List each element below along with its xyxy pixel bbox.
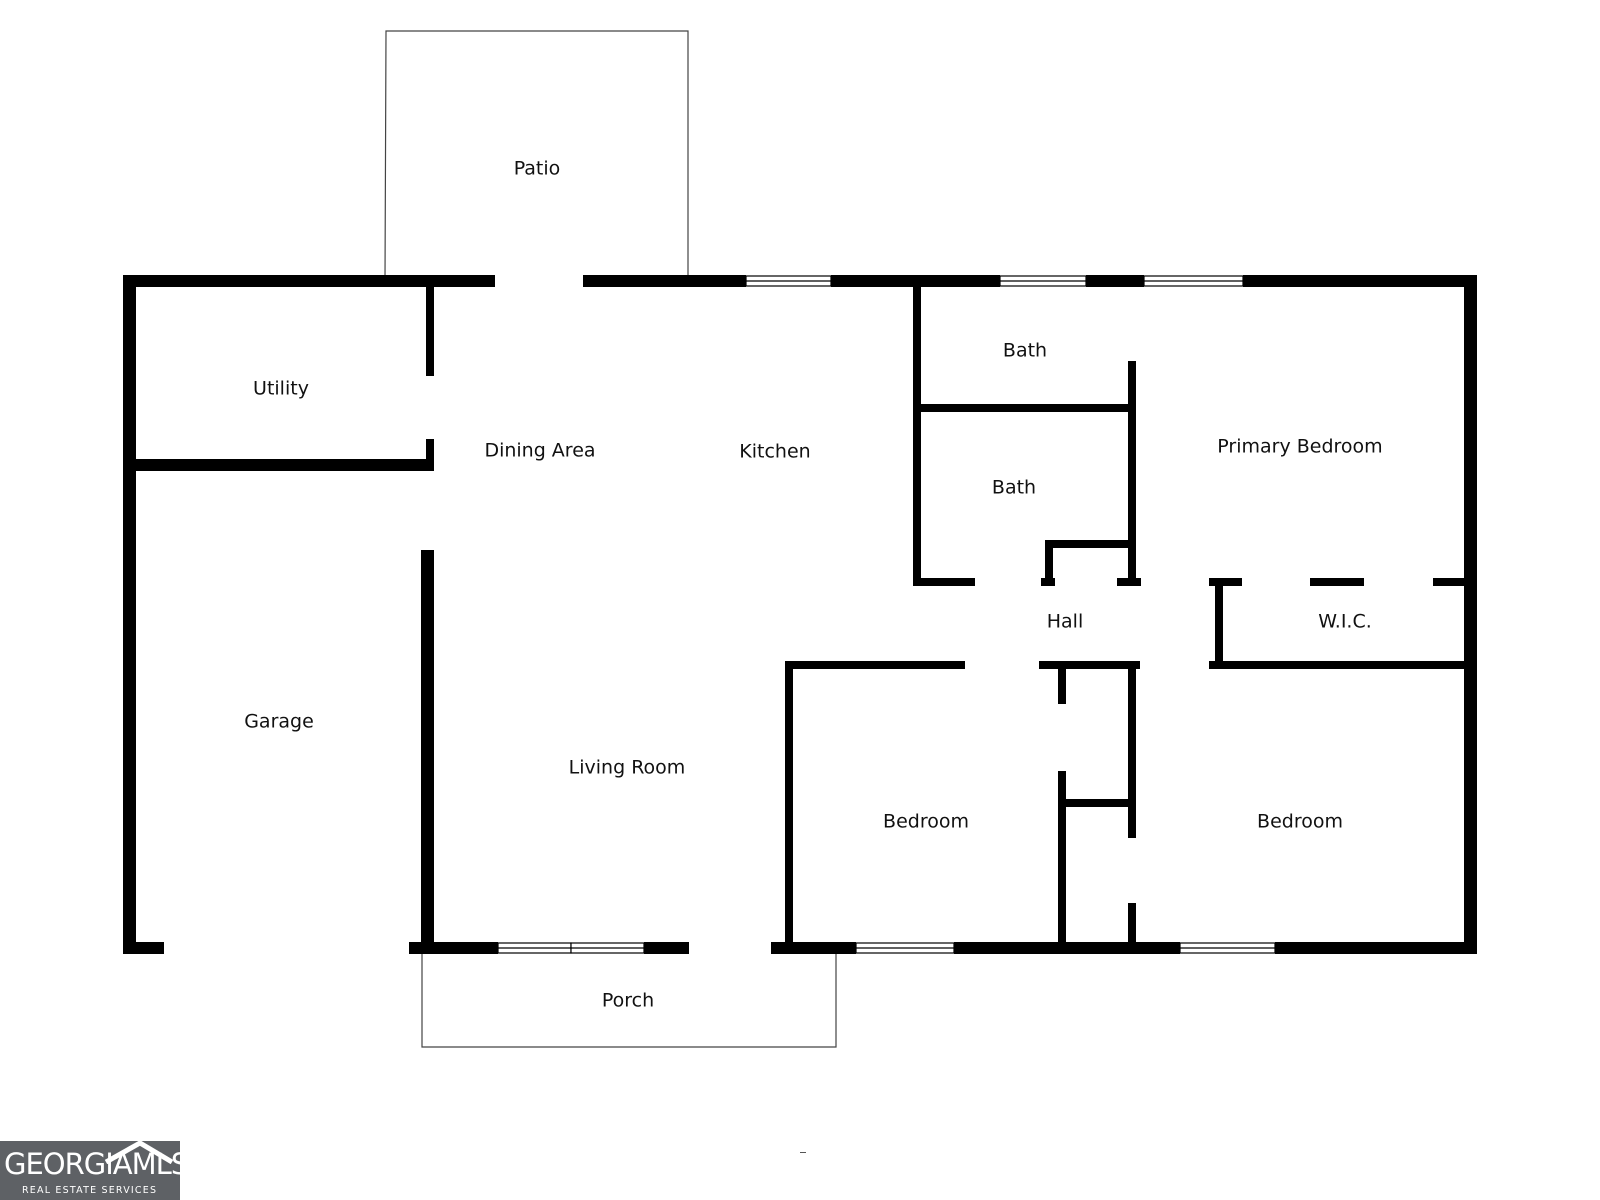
- logo-wordmark: GEORGIAMLS: [4, 1147, 189, 1181]
- bath-upper-label: Bath: [1003, 340, 1047, 362]
- room-labels: Patio Utility Dining Area Kitchen Bath B…: [244, 158, 1382, 1012]
- divider-dash: [800, 1152, 806, 1153]
- georgia-mls-logo: GEORGIAMLS REAL ESTATE SERVICES: [0, 1140, 189, 1200]
- logo-tagline: REAL ESTATE SERVICES: [22, 1185, 158, 1196]
- roof-icon: [104, 1140, 174, 1164]
- wic-label: W.I.C.: [1318, 611, 1372, 633]
- patio-label: Patio: [514, 158, 561, 180]
- bath-lower-label: Bath: [992, 477, 1036, 499]
- bedroom-right-label: Bedroom: [1257, 811, 1343, 833]
- walls: [123, 275, 1477, 954]
- dining-area-label: Dining Area: [484, 440, 595, 462]
- porch-label: Porch: [602, 990, 654, 1012]
- kitchen-label: Kitchen: [739, 441, 810, 463]
- patio-outline: [384, 30, 689, 281]
- utility-label: Utility: [253, 378, 309, 400]
- garage-label: Garage: [244, 711, 314, 733]
- primary-bedroom-label: Primary Bedroom: [1217, 436, 1382, 458]
- bedroom-left-label: Bedroom: [883, 811, 969, 833]
- porch-outline: [421, 950, 837, 1048]
- living-room-label: Living Room: [569, 757, 686, 779]
- hall-label: Hall: [1047, 611, 1084, 633]
- windows: [497, 275, 1276, 954]
